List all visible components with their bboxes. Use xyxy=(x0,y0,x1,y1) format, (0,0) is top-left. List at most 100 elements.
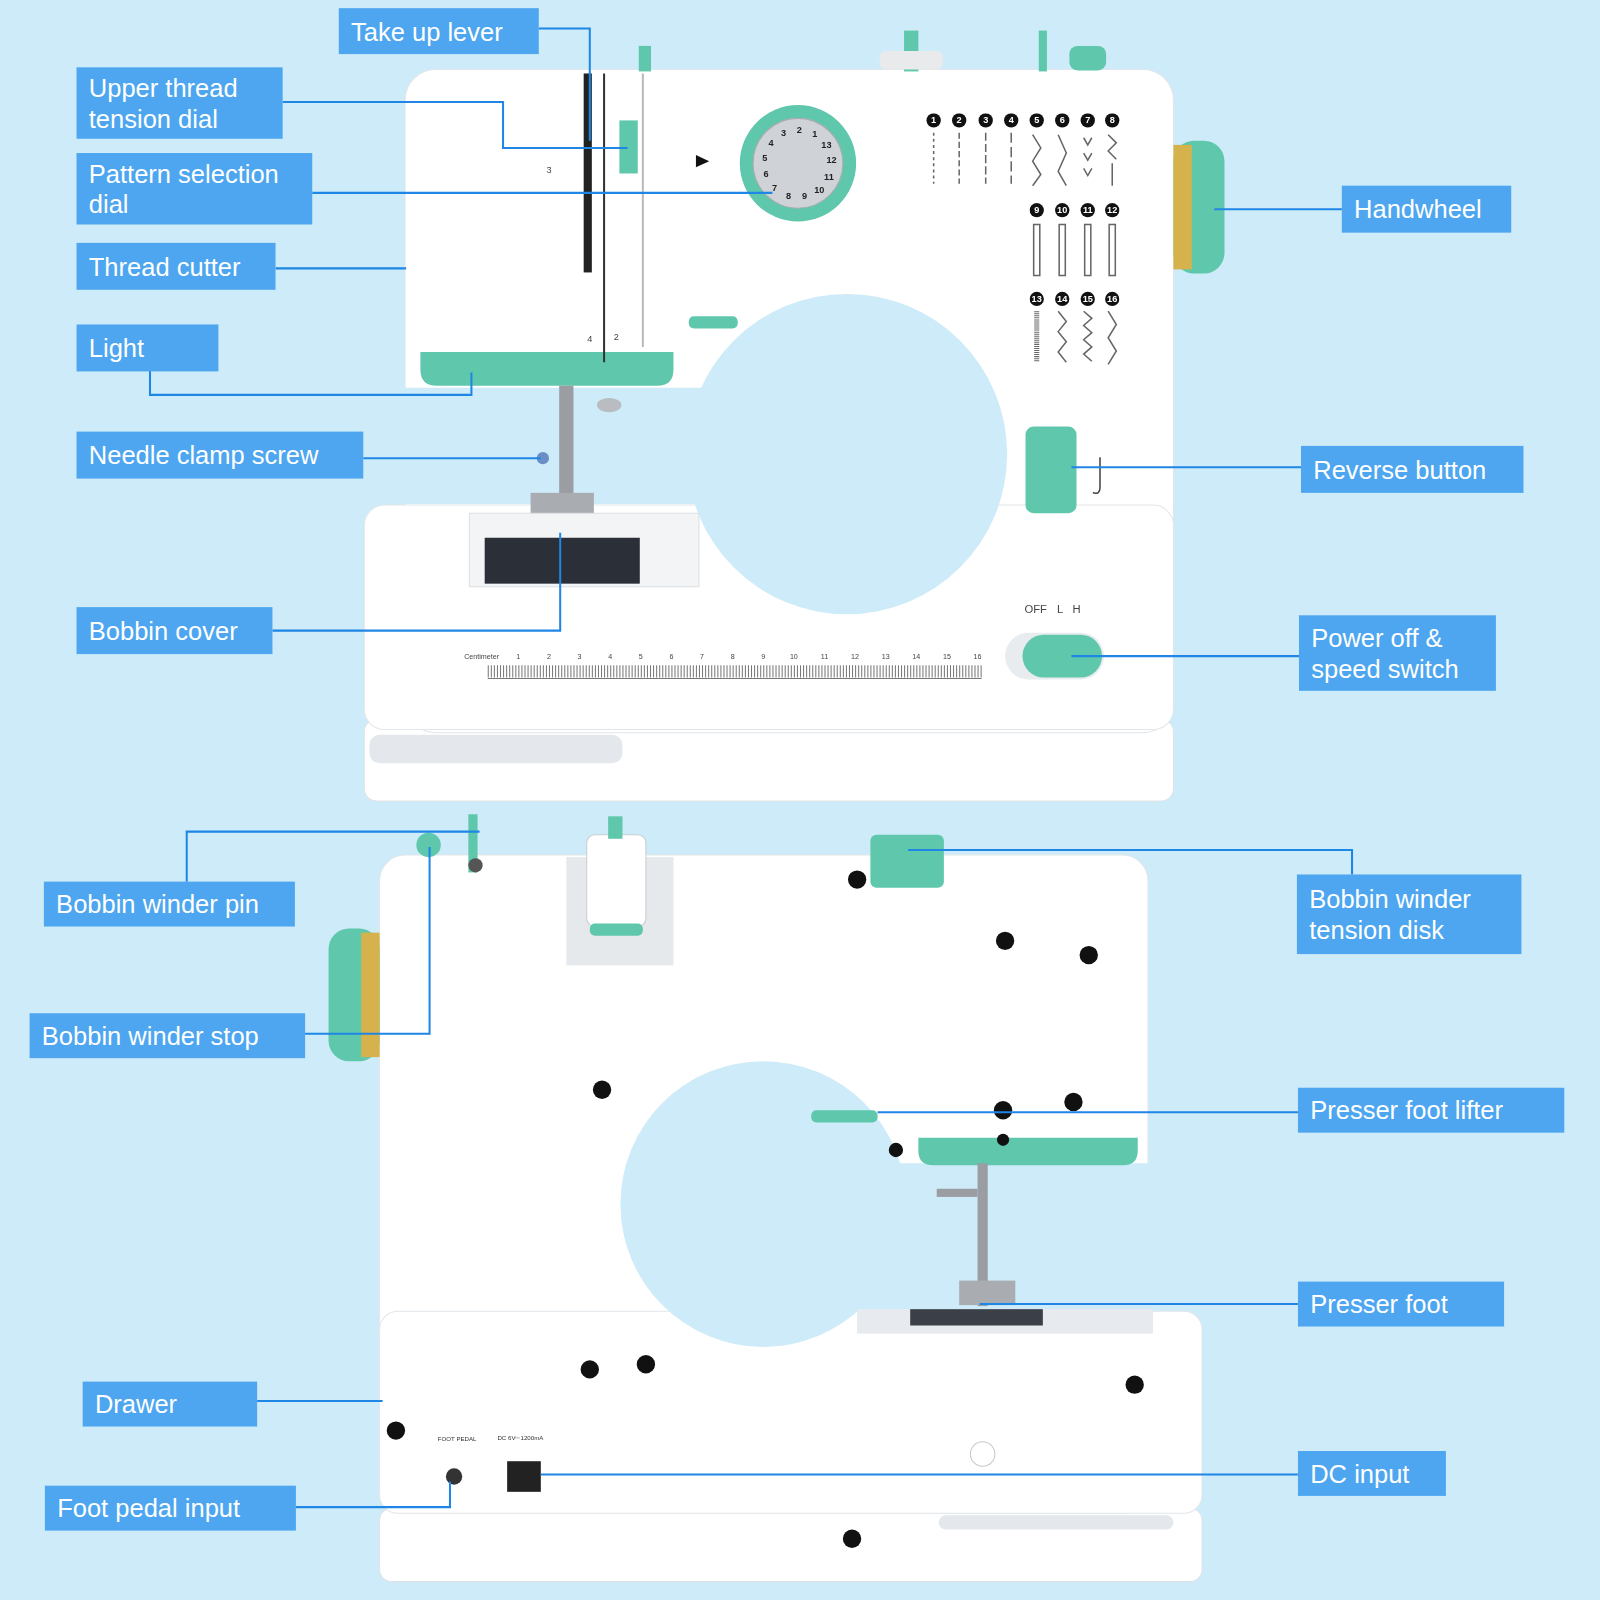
bobbin-cover xyxy=(485,538,640,584)
callout-label: Pattern selection dial xyxy=(89,158,302,219)
callout-box: Light xyxy=(77,324,219,371)
ruler-number: 10 xyxy=(790,653,798,660)
dial-number: 7 xyxy=(772,182,777,192)
callout-number: 6 xyxy=(1055,113,1069,127)
switch-label: OFF xyxy=(1024,603,1046,615)
pattern-dial xyxy=(740,105,856,221)
presser-foot xyxy=(959,1281,1015,1305)
callout-box: Presser foot lifter xyxy=(1298,1088,1564,1133)
leader-line xyxy=(276,267,407,269)
ruler-number: 16 xyxy=(974,653,982,660)
ruler-number: 8 xyxy=(731,653,735,660)
sewing-machine-back xyxy=(329,814,1202,1581)
screw-hole xyxy=(1126,1375,1144,1393)
screw-hole xyxy=(848,870,866,888)
callout-text-group: DC input xyxy=(1310,1458,1409,1489)
leader-line xyxy=(1071,466,1301,468)
stitch-line xyxy=(1108,311,1116,364)
light-band xyxy=(918,1138,1137,1166)
callout-text-group: Drawer xyxy=(95,1389,177,1420)
dial-number: 10 xyxy=(814,184,824,194)
callout-box: Reverse button xyxy=(1301,446,1523,493)
callout-number: 11 xyxy=(1081,203,1095,217)
callout-label: Upper thread tension dial xyxy=(89,72,273,133)
callout-label: Thread cutter xyxy=(89,251,241,282)
dial-pointer xyxy=(696,155,709,167)
callout-box: Bobbin cover xyxy=(77,607,273,654)
callout-box: Upper thread tension dial xyxy=(77,67,283,138)
callout-text-group: Needle clamp screw xyxy=(89,440,319,471)
foot-pedal-jack xyxy=(446,1468,462,1484)
handwheel xyxy=(1173,141,1224,274)
callout-text-group: Presser foot lifter xyxy=(1310,1095,1503,1126)
screw-hole xyxy=(996,932,1014,950)
leader-line xyxy=(150,370,471,394)
callout-text-group: Presser foot xyxy=(1310,1289,1448,1320)
callout-number: 13 xyxy=(1030,292,1044,306)
callout-number: 12 xyxy=(1105,203,1119,217)
callout-label: Foot pedal input xyxy=(57,1493,240,1524)
callout-box: Presser foot xyxy=(1298,1282,1504,1327)
stitch-line xyxy=(1034,311,1039,362)
screw-hole xyxy=(637,1355,655,1373)
callout-text-group: Foot pedal input xyxy=(57,1493,240,1524)
callout-box: Foot pedal input xyxy=(45,1486,296,1531)
callout-text-group: Handwheel xyxy=(1354,194,1482,225)
dial-number: 11 xyxy=(824,171,834,181)
leader-line xyxy=(1214,208,1342,210)
callout-box: Bobbin winder stop xyxy=(30,1013,306,1058)
port-label: FOOT PEDAL xyxy=(438,1436,477,1442)
winder-disk xyxy=(1069,46,1106,70)
screw-hole xyxy=(593,1081,611,1099)
spool-base xyxy=(590,923,643,935)
stitch-line xyxy=(1059,224,1065,275)
needle-bar xyxy=(559,386,573,510)
dial-number: 13 xyxy=(821,140,831,150)
dc-jack xyxy=(507,1461,541,1492)
switch-label: H xyxy=(1072,603,1080,615)
spool-pin xyxy=(608,816,622,838)
bobbin-pin xyxy=(1039,31,1047,72)
leader-line xyxy=(363,457,541,459)
screw-hole xyxy=(1064,1093,1082,1111)
ruler-number: 1 xyxy=(516,653,520,660)
screw-hole xyxy=(994,1101,1012,1119)
port-label: DC 6V⎓1200mA xyxy=(497,1435,543,1442)
pin-hole xyxy=(468,858,482,872)
leader-line xyxy=(980,1303,1298,1305)
callout-number: 10 xyxy=(1055,203,1069,217)
stitch-line xyxy=(1109,224,1115,275)
dial-number: 3 xyxy=(781,128,786,138)
stitch-line xyxy=(1010,133,1012,184)
needle-plate xyxy=(469,513,699,586)
callout-text-group: Power off & speed switch xyxy=(1311,622,1485,683)
ruler-number: 4 xyxy=(608,653,612,660)
dial-face xyxy=(753,118,843,208)
callout-text-group: Reverse button xyxy=(1313,454,1486,485)
leader-line xyxy=(187,832,480,882)
callout-text-group: Bobbin winder stop xyxy=(42,1020,259,1051)
callout-label: Light xyxy=(89,333,144,364)
base-slot xyxy=(939,1515,1174,1529)
callout-label: Needle clamp screw xyxy=(89,440,319,471)
callout-label: Reverse button xyxy=(1313,454,1486,485)
reverse-symbol xyxy=(1093,457,1100,493)
callout-label: Bobbin winder tension disk xyxy=(1309,884,1511,945)
switch-label: L xyxy=(1057,603,1063,615)
throat xyxy=(620,1061,906,1347)
screw-hole xyxy=(387,1421,405,1439)
callout-label: Handwheel xyxy=(1354,194,1482,225)
ruler-number: 5 xyxy=(639,653,643,660)
callout-text-group: Bobbin winder pin xyxy=(56,889,259,920)
screw-hole xyxy=(581,1360,599,1378)
ruler-number: 11 xyxy=(821,653,828,660)
screw-hole xyxy=(1080,946,1098,964)
stitch-line xyxy=(1084,311,1092,361)
plug-hole xyxy=(970,1442,994,1466)
leader-lines xyxy=(150,29,1352,1508)
callout-text-group: Take up lever xyxy=(351,16,503,47)
light-band xyxy=(420,352,673,386)
leader-line xyxy=(1071,655,1299,657)
top-knob xyxy=(639,46,651,72)
